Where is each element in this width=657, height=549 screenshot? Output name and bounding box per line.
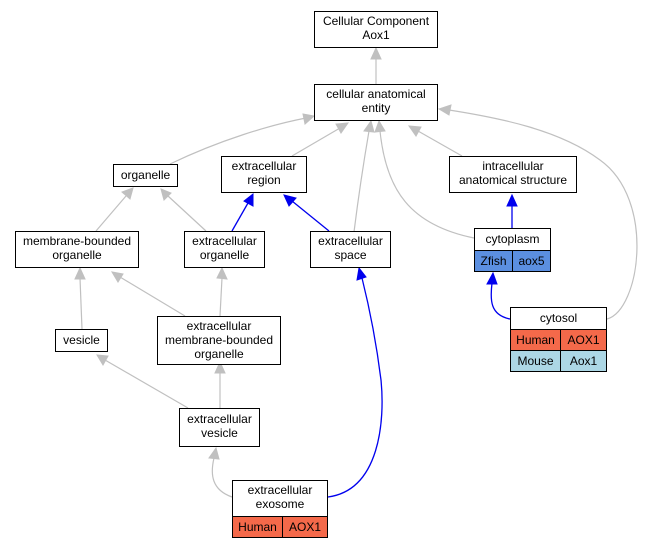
edge-cytoplasm-cae <box>379 130 475 239</box>
annotation-cell-gene <box>512 250 551 272</box>
annotation-species: Mouse <box>517 354 553 368</box>
edge-organelle-cae <box>169 117 307 165</box>
node-vesicle[interactable]: vesicle <box>55 329 108 352</box>
node-label: extracellular <box>232 159 297 173</box>
node-label: Aox1 <box>362 28 390 42</box>
node-label: space <box>334 248 366 262</box>
arrowhead <box>437 104 452 116</box>
node-extracellular-membrane-bounded-organelle[interactable]: extracellular membrane-bounded organelle <box>157 316 281 365</box>
arrowhead <box>214 360 226 374</box>
node-extracellular-space[interactable]: extracellular space <box>310 231 391 268</box>
edge-exosome-ecves <box>211 457 233 498</box>
annotation-cell-gene <box>560 350 607 372</box>
node-extracellular-region[interactable]: extracellular region <box>221 156 307 193</box>
edge-mbo-organelle <box>95 195 127 232</box>
arrowhead <box>111 271 124 283</box>
edge-vesicle-mbo <box>79 277 83 330</box>
edges-gray <box>74 46 638 498</box>
arrowhead <box>407 125 422 137</box>
node-label: organelle <box>200 248 250 262</box>
edge-exosome-ecspace <box>327 277 383 498</box>
node-label: organelle <box>121 168 171 182</box>
edge-ecmbo-ecorg <box>219 277 223 317</box>
edge-cytosol-cae <box>448 109 638 320</box>
arrowhead <box>506 193 518 207</box>
arrowhead <box>283 194 297 207</box>
node-label: anatomical structure <box>459 173 567 187</box>
node-cellular-component[interactable]: Cellular Component Aox1 <box>314 11 438 48</box>
edge-ecves-vesicle <box>104 359 189 409</box>
annotation-species: Zfish <box>480 254 506 268</box>
edge-ecspace-ecregion <box>291 200 330 232</box>
arrowhead <box>96 354 109 366</box>
node-label: Cellular Component <box>323 14 430 28</box>
arrowhead <box>374 119 386 133</box>
node-cytosol[interactable]: cytosol Human AOX1 Mouse Aox1 <box>510 307 607 372</box>
annotation-species: Human <box>516 333 555 347</box>
annotation-gene: aox5 <box>518 254 544 268</box>
arrowhead <box>160 188 172 201</box>
arrowhead <box>216 266 228 280</box>
annotation-gene: Aox1 <box>570 354 598 368</box>
node-membrane-bounded-organelle[interactable]: membrane-bounded organelle <box>15 231 139 268</box>
annotation-cell-gene <box>282 516 328 538</box>
edge-ecregion-cae <box>291 127 341 157</box>
node-cytoplasm[interactable]: cytoplasm Zfish aox5 <box>474 228 551 272</box>
annotation-gene: AOX1 <box>289 520 321 534</box>
edge-cytosol-cytoplasm <box>490 282 511 320</box>
node-extracellular-exosome[interactable]: extracellular exosome Human AOX1 <box>232 480 328 538</box>
arrowhead <box>74 266 86 280</box>
node-label: entity <box>362 101 391 115</box>
node-intracellular-anatomical-structure[interactable]: intracellular anatomical structure <box>449 156 577 193</box>
node-label: vesicle <box>201 426 238 440</box>
edge-ecmbo-mbo <box>119 276 186 317</box>
node-label: exosome <box>256 497 305 511</box>
edge-ecorg-organelle <box>167 195 207 232</box>
edge-intra-cae <box>417 130 463 157</box>
arrowhead <box>335 122 350 134</box>
node-label: cellular anatomical <box>326 87 425 101</box>
arrowhead <box>302 113 316 125</box>
node-label: organelle <box>52 248 102 262</box>
node-label: extracellular <box>187 319 252 333</box>
edge-ecspace-cae <box>353 130 370 233</box>
edge-ecorg-ecregion <box>231 202 249 232</box>
arrowhead <box>121 187 134 200</box>
node-label: organelle <box>194 347 244 361</box>
node-label: cytosol <box>540 311 577 325</box>
node-label: membrane-bounded <box>23 234 131 248</box>
node-label: extracellular <box>192 234 257 248</box>
annotation-species: Human <box>238 520 277 534</box>
node-extracellular-organelle[interactable]: extracellular organelle <box>184 231 265 268</box>
arrowhead <box>356 266 367 281</box>
node-label: intracellular <box>482 159 543 173</box>
node-extracellular-vesicle[interactable]: extracellular vesicle <box>179 408 260 447</box>
node-label: extracellular <box>248 483 313 497</box>
arrowhead <box>486 271 498 285</box>
node-cellular-anatomical-entity[interactable]: cellular anatomical entity <box>314 84 438 121</box>
annotation-gene: AOX1 <box>567 333 599 347</box>
node-organelle[interactable]: organelle <box>113 164 178 187</box>
node-label: membrane-bounded <box>165 333 273 347</box>
node-label: region <box>247 173 280 187</box>
node-label: extracellular <box>318 234 383 248</box>
node-label: cytoplasm <box>485 232 539 246</box>
arrowhead <box>208 446 220 460</box>
arrowhead <box>363 119 375 133</box>
arrowhead <box>370 46 382 60</box>
edges-blue <box>231 192 518 498</box>
node-label: vesicle <box>63 333 100 347</box>
node-label: extracellular <box>187 412 252 426</box>
arrowhead <box>243 192 254 207</box>
